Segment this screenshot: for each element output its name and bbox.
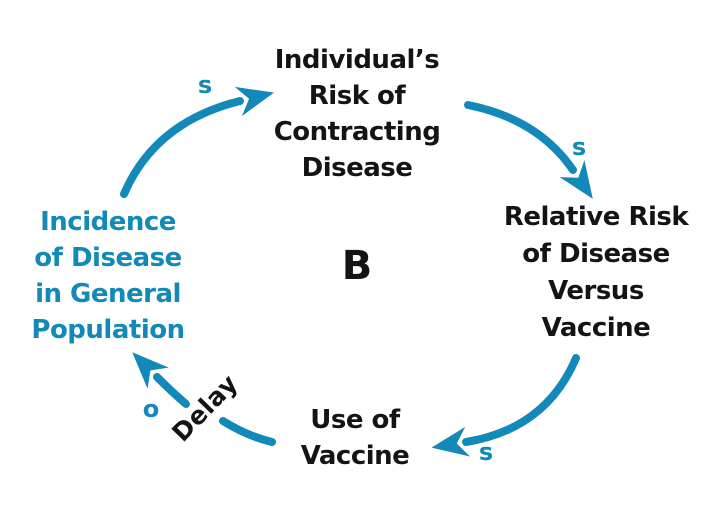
node-incidence: Incidence of Disease in General Populati… <box>31 204 185 348</box>
node-line: in General <box>35 279 181 309</box>
node-line: Incidence <box>40 207 176 237</box>
node-line: Vaccine <box>541 313 651 343</box>
arrow-relative-risk-to-use-of-vaccine <box>431 354 580 457</box>
node-line: Use of <box>310 405 400 435</box>
node-line: of Disease <box>522 239 670 269</box>
node-relative-risk: Relative Risk of Disease Versus Vaccine <box>503 199 689 347</box>
node-line: Disease <box>301 153 413 183</box>
polarity-label-s: s <box>478 438 494 466</box>
node-line: Individual’s <box>274 45 440 75</box>
node-line: Risk of <box>308 81 406 111</box>
polarity-label-o: o <box>142 395 160 423</box>
node-line: of Disease <box>34 243 182 273</box>
arrow-use-of-vaccine-to-incidence-head <box>132 352 190 408</box>
node-line: Vaccine <box>300 441 410 471</box>
arrow-individual-risk-to-relative-risk <box>464 101 593 199</box>
polarity-label-s: s <box>571 133 587 161</box>
arrow-incidence-to-individual-risk <box>120 86 274 198</box>
node-line: Versus <box>548 276 644 306</box>
node-line: Contracting <box>273 117 441 147</box>
polarity-label-s: s <box>197 71 213 99</box>
arrow-use-of-vaccine-to-incidence-tail <box>219 417 276 446</box>
node-line: Relative Risk <box>503 202 689 232</box>
node-line: Population <box>31 315 185 345</box>
balancing-loop-label: B <box>341 243 373 289</box>
node-individual-risk: Individual’s Risk of Contracting Disease <box>274 42 441 186</box>
node-use-of-vaccine: Use of Vaccine <box>301 402 410 474</box>
